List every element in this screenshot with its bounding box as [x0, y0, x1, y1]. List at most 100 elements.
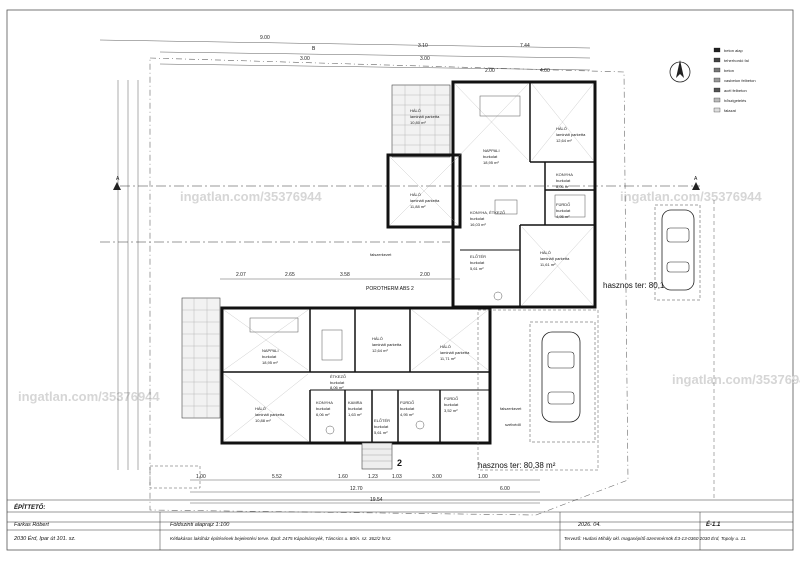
svg-text:12,64 m²: 12,64 m²: [372, 348, 388, 353]
svg-text:HÁLÓ: HÁLÓ: [440, 344, 451, 349]
svg-text:burkolat: burkolat: [400, 406, 415, 411]
section-mark-2: 2: [397, 458, 402, 468]
dim-label: 3.58: [340, 272, 350, 278]
svg-text:FÜRDŐ: FÜRDŐ: [400, 400, 414, 405]
watermark: ingatlan.com/35376944: [180, 189, 322, 204]
svg-text:FÜRDŐ: FÜRDŐ: [444, 396, 458, 401]
north-arrow-icon: [669, 60, 691, 83]
svg-text:4,95 m²: 4,95 m²: [556, 214, 570, 219]
annotation-fal: falszerkezet: [370, 252, 392, 257]
svg-text:HÁLÓ: HÁLÓ: [410, 192, 421, 197]
dim-label: 2.00: [485, 68, 495, 74]
svg-text:11,88 m²: 11,88 m²: [410, 204, 426, 209]
section-mark-a-right: A: [694, 176, 698, 182]
legend-label: beton alap: [724, 48, 743, 53]
svg-text:NAPPALI: NAPPALI: [262, 348, 279, 353]
title-address: 2030 Érd, Ipar út 101. sz.: [13, 535, 76, 542]
title-designer: Tervező: Hudasi Mihály okl. magasépítő ü…: [564, 535, 747, 541]
svg-text:ELŐTÉR: ELŐTÉR: [470, 254, 486, 259]
legend-label: hőszigetelés: [724, 98, 746, 103]
annotation-szel: szélvédő: [505, 422, 522, 427]
svg-text:FÜRDŐ: FÜRDŐ: [556, 202, 570, 207]
legend-label: acél felbeton: [724, 88, 747, 93]
svg-text:8,06 m²: 8,06 m²: [556, 184, 570, 189]
svg-text:laminált parketta: laminált parketta: [440, 350, 470, 355]
car-bottom: [529, 321, 596, 443]
sheet-frame: [6, 9, 794, 551]
dim-label: 2.00: [420, 272, 430, 278]
svg-text:burkolat: burkolat: [444, 402, 459, 407]
top-unit-area: hasznos ter: 80,14 m²: [603, 281, 681, 290]
parcel-outline: [477, 309, 599, 471]
svg-text:8,06 m²: 8,06 m²: [330, 385, 344, 390]
legend-label: teherhordó fal: [724, 58, 749, 63]
title-drawing: Földszinti alaprajz 1:100: [170, 522, 230, 528]
title-description: Kétlakásos lakóház építésének bejelentés…: [170, 535, 392, 541]
dim-label: 9.00: [260, 35, 270, 41]
top-dimensions: [99, 39, 591, 71]
svg-text:laminált parketta: laminált parketta: [255, 412, 285, 417]
legend-label: falazat: [724, 108, 737, 113]
dim-label: 1.60: [338, 474, 348, 480]
dim-label: 1.03: [392, 474, 402, 480]
bottom-unit: [181, 297, 492, 470]
title-date: 2026. 04.: [577, 522, 601, 528]
svg-text:burkolat: burkolat: [348, 406, 363, 411]
dim-label: 2.65: [285, 272, 295, 278]
section-line-a: [113, 182, 700, 190]
svg-text:KONYHA: KONYHA: [316, 400, 333, 405]
svg-text:5,61 m²: 5,61 m²: [374, 430, 388, 435]
top-unit: [386, 80, 597, 309]
dim-label: 12.70: [350, 486, 363, 492]
title-client: Farkas Róbert: [14, 522, 49, 528]
svg-text:burkolat: burkolat: [483, 154, 498, 159]
svg-text:3,52 m²: 3,52 m²: [444, 408, 458, 413]
svg-text:ÉTKEZŐ: ÉTKEZŐ: [330, 374, 346, 379]
svg-text:laminált parketta: laminált parketta: [556, 132, 586, 137]
dim-label: 3.00: [420, 56, 430, 62]
car-top: [654, 204, 701, 301]
svg-text:laminált parketta: laminált parketta: [540, 256, 570, 261]
svg-text:HÁLÓ: HÁLÓ: [372, 336, 383, 341]
dim-label: 3.00: [432, 474, 442, 480]
top-unit-rooms: NAPPALI burkolat 18,95 m² HÁLÓ laminált …: [410, 108, 586, 271]
svg-text:burkolat: burkolat: [556, 178, 571, 183]
watermark: ingatlan.com/35376944: [18, 389, 160, 404]
svg-text:10,80 m²: 10,80 m²: [410, 120, 426, 125]
section-mark-a-left: A: [116, 176, 120, 182]
dim-label: 3.00: [300, 56, 310, 62]
dim-label: 1.00: [196, 474, 206, 480]
left-dimensions: [117, 80, 139, 470]
svg-text:KAMRA: KAMRA: [348, 400, 363, 405]
watermark: ingatlan.com/35376944: [620, 189, 762, 204]
legend-label: beton: [724, 68, 734, 73]
svg-text:HÁLÓ: HÁLÓ: [410, 108, 421, 113]
svg-text:KONYHA: KONYHA: [556, 172, 573, 177]
bottom-unit-area: hasznos ter: 80,38 m²: [478, 461, 556, 470]
legend: beton alap teherhordó fal beton vasbeton…: [713, 47, 756, 113]
svg-text:burkolat: burkolat: [316, 406, 331, 411]
title-block: [7, 499, 793, 550]
bottom-unit-rooms: NAPPALI burkolat 18,95 m² HÁLÓ laminált …: [255, 336, 470, 435]
dim-label: 1.00: [478, 474, 488, 480]
svg-text:6,06 m²: 6,06 m²: [316, 412, 330, 417]
svg-text:laminált parketta: laminált parketta: [410, 114, 440, 119]
dim-label: 2.07: [236, 272, 246, 278]
legend-label: vasbeton felbeton: [724, 78, 756, 83]
svg-text:laminált parketta: laminált parketta: [410, 198, 440, 203]
dim-label: 7.44: [520, 43, 530, 49]
svg-text:burkolat: burkolat: [262, 354, 277, 359]
svg-text:11,71 m²: 11,71 m²: [440, 356, 456, 361]
plot-boundary: [149, 57, 629, 516]
svg-text:1,63 m²: 1,63 m²: [348, 412, 362, 417]
parcel-outline: [149, 465, 201, 489]
dim-label: 4.00: [540, 68, 550, 74]
svg-text:HÁLÓ: HÁLÓ: [556, 126, 567, 131]
title-sheet: É-1.1: [706, 520, 721, 528]
svg-text:burkolat: burkolat: [470, 216, 485, 221]
svg-text:HÁLÓ: HÁLÓ: [540, 250, 551, 255]
svg-text:laminált parketta: laminált parketta: [372, 342, 402, 347]
svg-text:12,64 m²: 12,64 m²: [556, 138, 572, 143]
svg-text:burkolat: burkolat: [330, 380, 345, 385]
svg-text:burkolat: burkolat: [470, 260, 485, 265]
